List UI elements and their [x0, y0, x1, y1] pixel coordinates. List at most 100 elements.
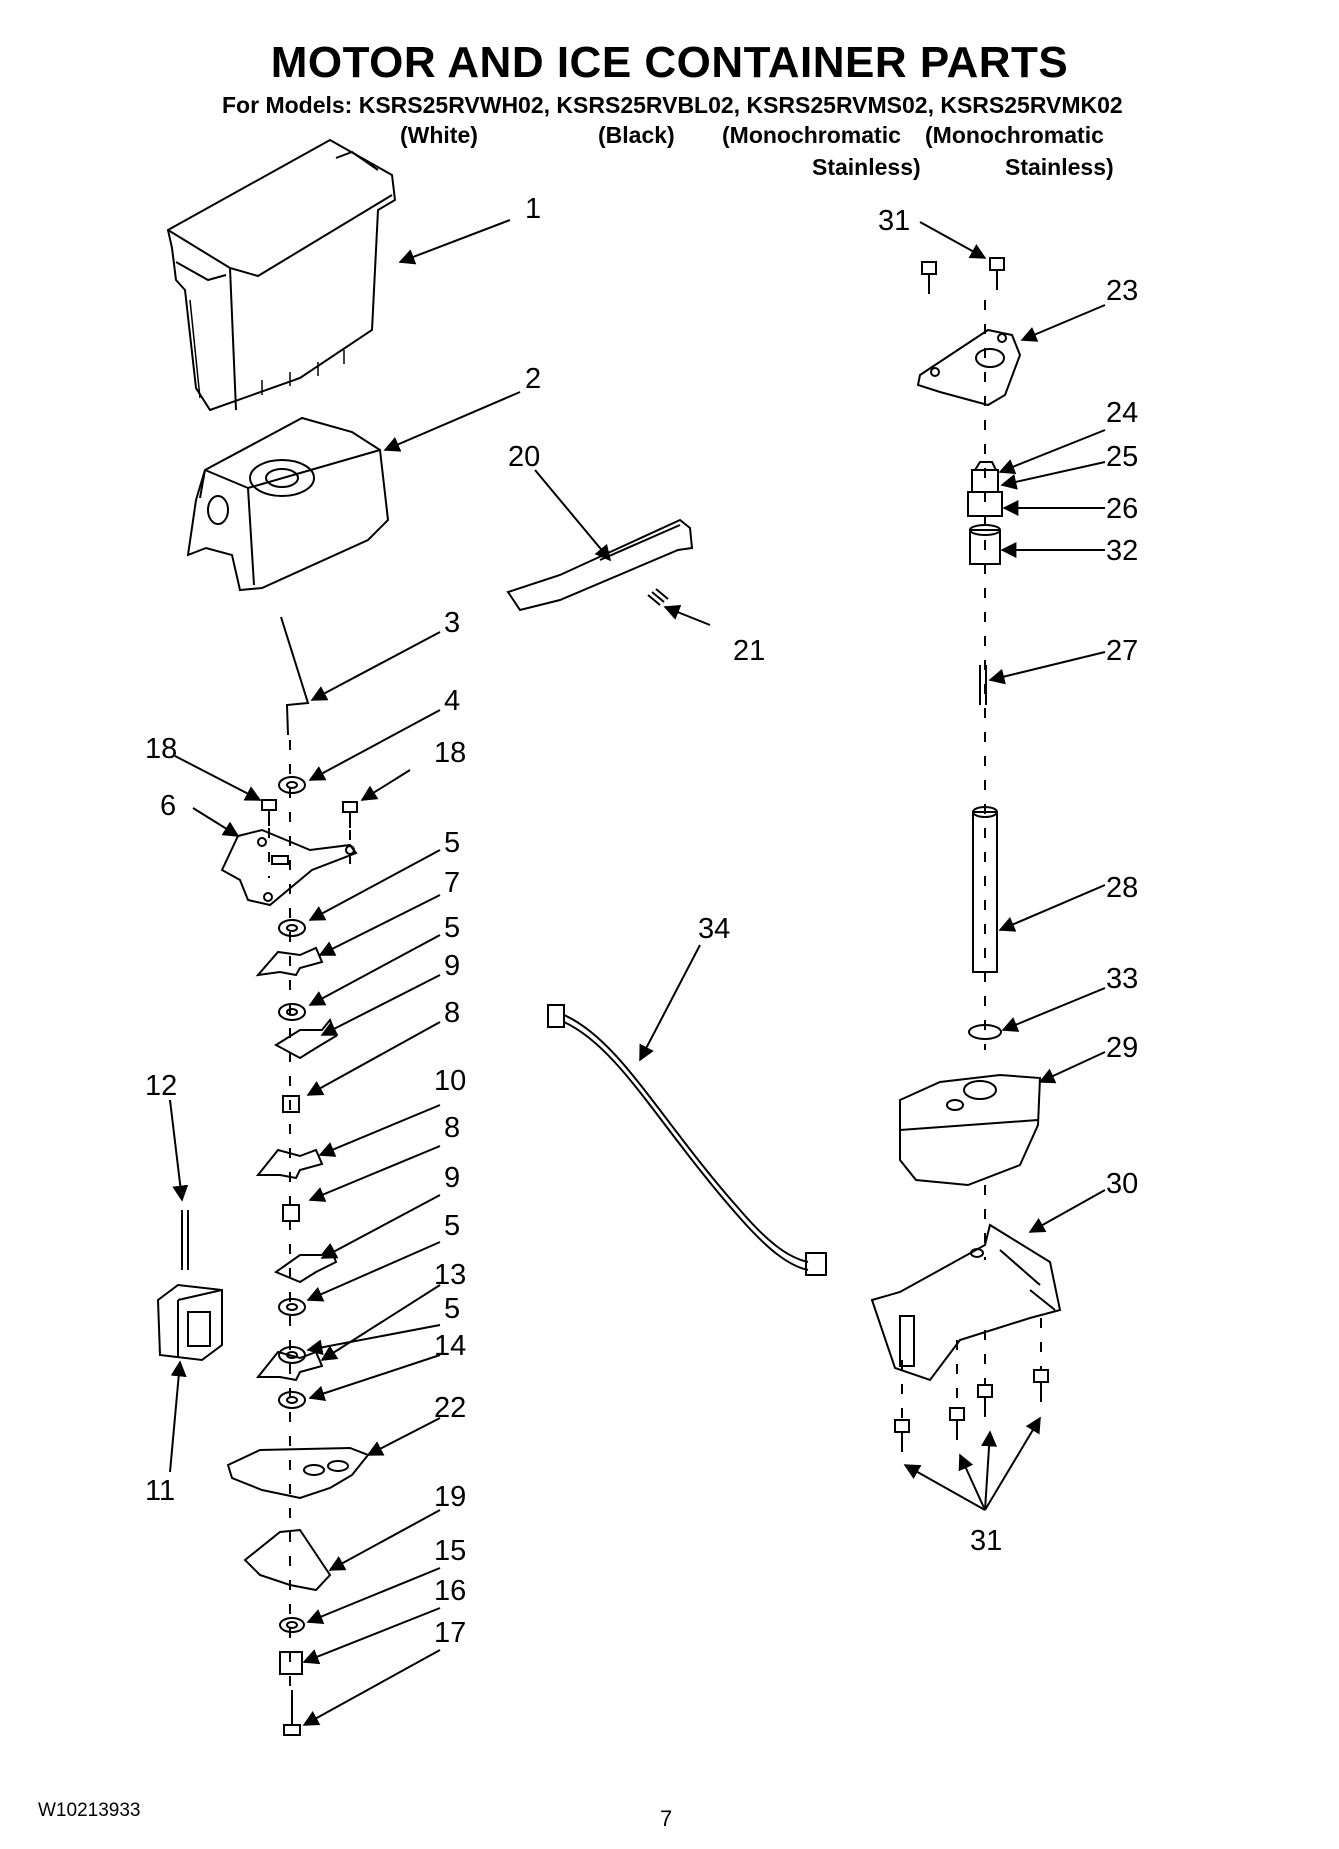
callout-11: 11 [145, 1475, 175, 1507]
callout-18b: 18 [434, 737, 466, 769]
bracket-part [220, 828, 358, 907]
leader-8b [308, 1145, 441, 1202]
callout-8b: 8 [444, 1112, 460, 1144]
plate-part-22 [226, 1446, 370, 1500]
leader-28 [998, 884, 1106, 932]
callout-31-top: 31 [878, 205, 910, 237]
callout-14: 14 [434, 1330, 466, 1362]
callout-26: 26 [1106, 493, 1138, 525]
leader-31-bottom-d [984, 1416, 1041, 1511]
ice-container-part [166, 138, 397, 412]
callout-19: 19 [434, 1481, 466, 1513]
variant-white-label: (White) [400, 122, 478, 148]
leader-18a [174, 755, 262, 801]
variant-stainless-2-label: Stainless) [1005, 154, 1114, 180]
cup-part-19 [243, 1528, 332, 1592]
leader-9b [320, 1194, 441, 1259]
callout-12: 12 [145, 1070, 177, 1102]
leader-6 [192, 807, 240, 837]
leader-19 [328, 1509, 441, 1571]
variant-stainless-1-label: Stainless) [812, 154, 921, 180]
callout-21: 21 [733, 635, 765, 667]
callout-5b: 5 [444, 912, 460, 944]
leader-2 [383, 391, 521, 452]
leader-9a [320, 974, 441, 1036]
callout-3: 3 [444, 607, 460, 639]
leader-10 [318, 1104, 441, 1157]
leader-23 [1020, 304, 1106, 342]
spring-part-21 [647, 588, 669, 606]
callout-6: 6 [160, 790, 176, 822]
leader-33 [1001, 987, 1106, 1032]
leader-21 [663, 604, 711, 626]
leader-5c [306, 1241, 441, 1302]
leader-30 [1028, 1189, 1106, 1233]
leader-34 [639, 944, 701, 1062]
leader-15 [306, 1567, 441, 1624]
container-housing-part [186, 416, 390, 592]
callout-28: 28 [1106, 872, 1138, 904]
callout-23: 23 [1106, 275, 1138, 307]
leader-31-bottom-b [958, 1453, 986, 1511]
rod-part [280, 616, 310, 736]
callout-22: 22 [434, 1392, 466, 1424]
callout-31-bottom: 31 [970, 1525, 1002, 1557]
callout-27: 27 [1106, 635, 1138, 667]
callout-5c: 5 [444, 1210, 460, 1242]
callout-33: 33 [1106, 963, 1138, 995]
page-title: MOTOR AND ICE CONTAINER PARTS [270, 38, 1069, 87]
screw-31-bottom-set [894, 1369, 1049, 1452]
leader-20 [534, 469, 612, 562]
callout-10: 10 [434, 1065, 466, 1097]
leader-27 [988, 651, 1106, 685]
callout-5a: 5 [444, 827, 460, 859]
leader-16 [302, 1607, 441, 1665]
wire-harness-part-34 [547, 1004, 827, 1276]
callout-16: 16 [434, 1575, 466, 1607]
motor-part-29 [899, 1073, 1042, 1187]
callout-18a: 18 [145, 733, 177, 765]
screw-18-pair [261, 799, 358, 828]
callout-32: 32 [1106, 535, 1138, 567]
leader-1 [398, 219, 511, 265]
leader-5a [308, 849, 441, 921]
leader-3 [310, 631, 441, 701]
leader-31-bottom-a [903, 1464, 986, 1511]
callout-2: 2 [525, 363, 541, 395]
leader-5b [308, 934, 441, 1006]
callout-29: 29 [1106, 1032, 1138, 1064]
models-line: For Models: KSRS25RVWH02, KSRS25RVBL02, … [222, 92, 1123, 118]
page-number: 7 [660, 1806, 673, 1831]
leader-8a [306, 1021, 441, 1096]
variant-monochromatic-1-label: (Monochromatic [722, 122, 901, 148]
leader-22 [366, 1417, 441, 1456]
leader-25 [1000, 461, 1106, 490]
variant-monochromatic-2-label: (Monochromatic [925, 122, 1104, 148]
leader-4 [308, 709, 441, 781]
callout-4: 4 [444, 685, 460, 717]
leader-31-bottom-c [981, 1430, 998, 1511]
callout-8a: 8 [444, 997, 460, 1029]
leader-7 [318, 894, 441, 956]
variant-black-label: (Black) [598, 122, 675, 148]
callout-30: 30 [1106, 1168, 1138, 1200]
callout-25: 25 [1106, 441, 1138, 473]
block-part-11 [156, 1283, 223, 1362]
leader-12 [169, 1099, 189, 1202]
callout-20: 20 [508, 441, 540, 473]
leader-31-top [919, 221, 987, 259]
leader-11 [169, 1360, 187, 1473]
leader-24 [998, 429, 1106, 475]
leader-18b [360, 769, 411, 801]
mount-plate-part-23 [916, 328, 1022, 407]
motor-bracket-part-30 [870, 1223, 1062, 1382]
document-number: W10213933 [38, 1800, 141, 1821]
callout-15: 15 [434, 1535, 466, 1567]
callout-13: 13 [434, 1259, 466, 1291]
callout-1: 1 [525, 193, 541, 225]
leader-29 [1038, 1051, 1106, 1084]
leader-13 [320, 1284, 441, 1361]
callout-9b: 9 [444, 1162, 460, 1194]
pin-part-12 [181, 1210, 189, 1270]
